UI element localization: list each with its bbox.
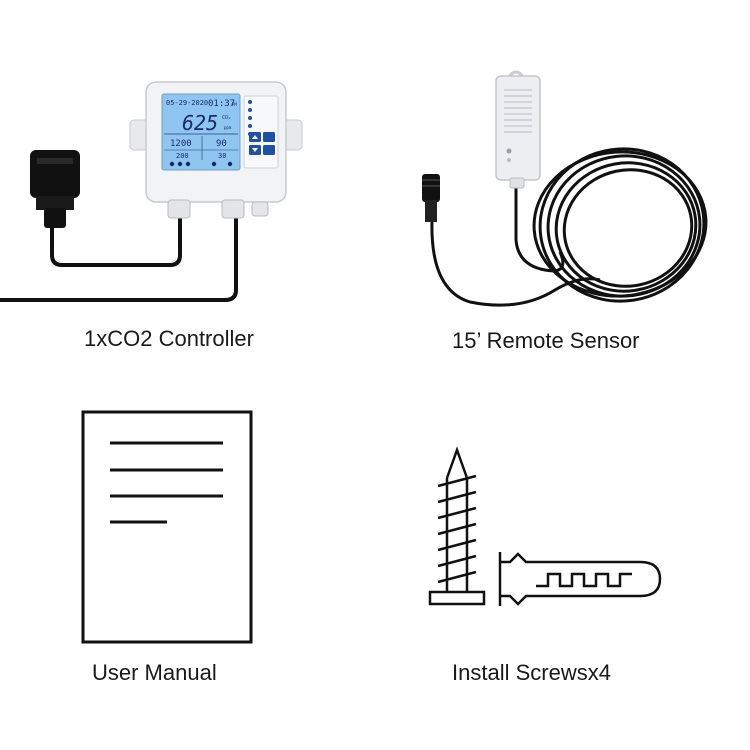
lcd-status-icons — [169, 161, 233, 167]
screw-icon — [428, 446, 486, 606]
controller-sensor-cable — [0, 210, 238, 302]
lcd-date: 05-29-2020 — [166, 99, 208, 107]
power-plug — [30, 150, 80, 228]
sensor-label: 15’ Remote Sensor — [452, 328, 640, 353]
lcd-set-high: 1200 — [170, 139, 192, 149]
lcd-set-low: 200 — [176, 152, 189, 160]
cable-connector — [422, 174, 440, 222]
sensor-cable-coil — [532, 147, 708, 303]
screws-label: Install Screwsx4 — [452, 660, 611, 685]
lcd-ppm: ppm — [224, 125, 232, 130]
wall-anchor-icon — [498, 552, 662, 606]
lcd-ampm: PM — [232, 102, 237, 107]
controller-label: 1xCO2 Controller — [84, 326, 254, 351]
sensor-status-led — [506, 148, 512, 154]
controller-power-cable — [50, 210, 182, 267]
manual-label: User Manual — [92, 660, 217, 685]
lcd-time: 01:37 — [208, 99, 235, 109]
enter-button — [263, 132, 275, 142]
sensor-cable-lead — [514, 186, 565, 273]
lcd-co2-unit: CO₂ — [222, 115, 231, 121]
cable-glands — [167, 199, 269, 219]
sensor-cable-connector-lead — [430, 219, 601, 307]
sensor-vent-slots — [504, 89, 532, 133]
lcd-val-b: 30 — [218, 152, 226, 160]
lcd-val-a: 90 — [216, 139, 227, 149]
lcd-screen — [161, 93, 241, 171]
lcd-co2-value: 625 — [182, 111, 218, 135]
mode-button — [263, 145, 275, 155]
